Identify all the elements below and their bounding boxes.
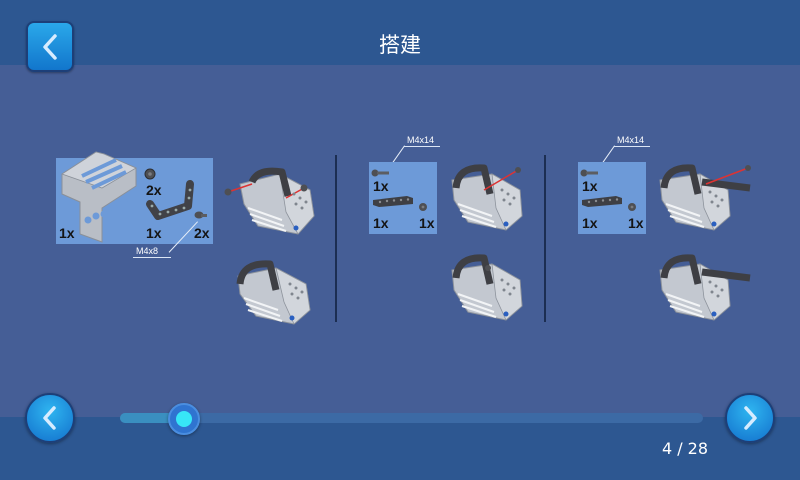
curved-plate-part [61,151,137,243]
back-button[interactable] [26,21,74,72]
progress-slider-fill [120,413,184,423]
screw-size-label: M4x14 [404,135,440,147]
chevron-right-icon [744,406,757,430]
nut-part [628,203,636,211]
assembly-diagram [236,260,311,325]
screw-part [580,169,598,177]
qty-label: 1x [628,215,644,231]
qty-label: 1x [373,215,389,231]
screw-part [194,211,207,219]
u-beam-part [146,180,194,220]
assembly-diagram [451,254,523,321]
assembly-diagram [451,164,523,231]
nut-part [419,203,427,211]
page-counter: 4 / 28 [661,439,709,458]
qty-label: 1x [59,225,75,241]
page-title: 搭建 [379,33,421,57]
step-divider [544,155,546,322]
nut-part [144,168,156,180]
screw-part [371,169,389,177]
qty-label: 1x [373,178,389,194]
header-bar [0,0,800,65]
qty-label: 1x [419,215,435,231]
qty-label: 1x [146,225,162,241]
assembly-diagram [224,167,315,235]
step-divider [335,155,337,322]
next-step-button[interactable] [725,393,775,443]
parts-panel: 1x 1x 1x [369,162,437,234]
screw-size-label: M4x8 [133,246,171,258]
assembly-diagram [659,164,751,231]
screw-size-label: M4x14 [614,135,650,147]
parts-panel: 1x 2x 1x 2x [56,151,213,244]
prev-step-button[interactable] [25,393,75,443]
qty-label: 2x [146,182,162,198]
assembly-diagram [659,254,751,321]
parts-panel: 1x 1x 1x [578,162,646,234]
progress-slider[interactable] [120,413,703,423]
progress-slider-knob[interactable] [168,403,200,435]
chevron-left-icon [43,406,56,430]
chevron-left-icon [43,33,57,60]
footer-bar [0,417,800,480]
straight-beam-part [582,196,622,207]
qty-label: 1x [582,178,598,194]
qty-label: 1x [582,215,598,231]
straight-beam-part [373,196,413,207]
qty-label: 2x [194,225,210,241]
